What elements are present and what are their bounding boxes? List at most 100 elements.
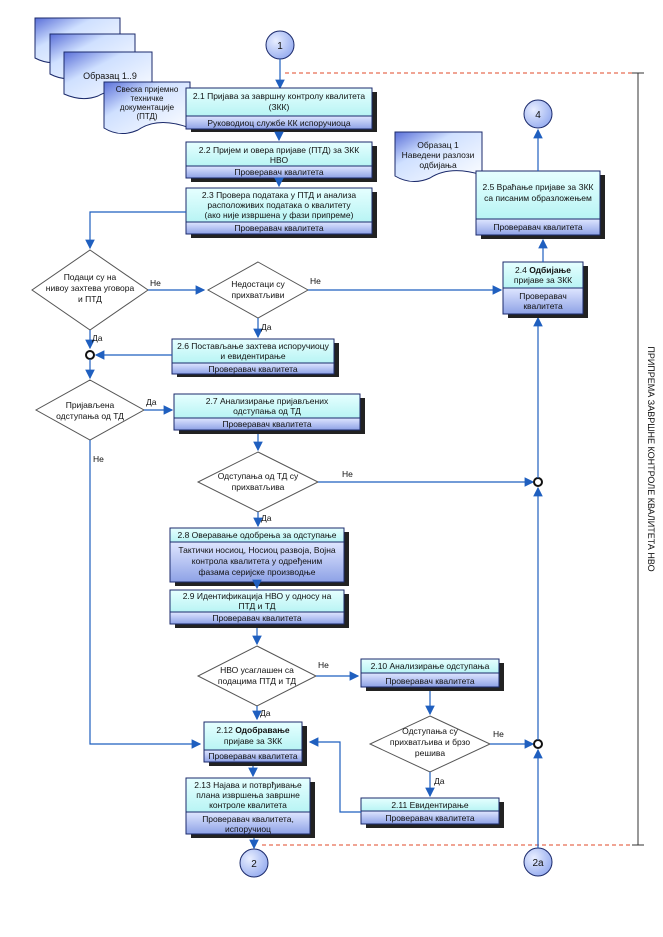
svg-text:Пријављена: Пријављена xyxy=(66,400,115,410)
svg-text:расположивих података о квалит: расположивих података о квалитету xyxy=(207,200,351,210)
phase-side-label: ПРИПРЕМА ЗАВРШНЕ КОНТРОЛЕ КВАЛИТЕТА НВО xyxy=(646,346,656,571)
step-2-11: 2.11 Евидентирање Проверавач квалитета xyxy=(360,797,504,828)
label-yes-d1: Да xyxy=(92,333,103,343)
svg-text:Одступања од ТД су: Одступања од ТД су xyxy=(218,471,299,481)
svg-text:Проверавач квалитета: Проверавач квалитета xyxy=(234,223,324,233)
svg-text:контрола квалитета у одређеним: контрола квалитета у одређеним xyxy=(192,556,323,566)
doc-front-line-3: документације xyxy=(120,103,175,112)
svg-text:(ако није извршена у фази прип: (ако није извршена у фази припреме) xyxy=(205,210,354,220)
label-no-d2: Не xyxy=(310,276,321,286)
rejection-document-icon: Образац 1 Наведени разлози одбијања xyxy=(394,131,483,182)
svg-text:испоручиоц: испоручиоц xyxy=(225,824,271,834)
svg-text:пријаве за ЗКК: пријаве за ЗКК xyxy=(224,736,282,746)
junction-3 xyxy=(533,739,543,749)
step-2-3: 2.3 Провера података у ПТД и анализа рас… xyxy=(185,187,377,238)
decision-nvo-compliant: НВО усаглашен са подацима ПТД и ТД xyxy=(196,645,318,707)
doc-back-label: Образац 1..9 xyxy=(83,71,137,81)
svg-text:контроле квалитета: контроле квалитета xyxy=(209,800,287,810)
svg-text:и евидентирање: и евидентирање xyxy=(220,351,285,361)
svg-text:4: 4 xyxy=(535,110,541,121)
label-yes-d4: Да xyxy=(261,513,272,523)
svg-text:Проверавач квалитета: Проверавач квалитета xyxy=(208,751,298,761)
svg-text:2а: 2а xyxy=(532,858,544,869)
step-2-12: 2.12 Одобравање пријаве за ЗКК Проверава… xyxy=(203,721,307,766)
svg-text:Тактички носиоц, Носиоц развој: Тактички носиоц, Носиоц развоја, Војна xyxy=(178,545,336,555)
svg-text:2.1 Пријава за завршну контрол: 2.1 Пријава за завршну контролу квалитет… xyxy=(193,91,365,101)
step-2-8: 2.8 Оверавање одобрења за одступање Такт… xyxy=(169,527,349,586)
svg-text:прихватљиви: прихватљиви xyxy=(232,290,285,300)
decision-deviations-quick-fix: Одступања су прихватљива и брзо решива xyxy=(368,715,492,773)
svg-text:2.10 Анализирање одступања: 2.10 Анализирање одступања xyxy=(371,661,490,671)
svg-text:2.7 Анализирање пријављених: 2.7 Анализирање пријављених xyxy=(206,396,329,406)
svg-text:фазама серијске производње: фазама серијске производње xyxy=(199,567,316,577)
junction-1 xyxy=(85,350,95,360)
step-2-7: 2.7 Анализирање пријављених одступања од… xyxy=(173,393,365,434)
svg-text:2.6 Постављање захтева испоруч: 2.6 Постављање захтева испоручиоцу xyxy=(177,341,330,351)
connector-2a: 2а xyxy=(523,847,553,877)
doc-front-line-4: (ПТД) xyxy=(136,112,157,121)
svg-text:2.5 Враћање пријаве за ЗКК: 2.5 Враћање пријаве за ЗКК xyxy=(483,182,594,192)
decision-deficiencies-acceptable: Недостаци су прихватљиви xyxy=(206,261,310,319)
decision-data-level: Подаци су на нивоу захтева уговора и ПТД xyxy=(31,249,149,331)
svg-text:одбијања: одбијања xyxy=(419,160,457,170)
svg-text:Проверавач квалитета: Проверавач квалитета xyxy=(385,676,475,686)
svg-text:и ПТД: и ПТД xyxy=(78,294,102,304)
svg-text:НВО усаглашен са: НВО усаглашен са xyxy=(220,665,294,675)
svg-text:Недостаци су: Недостаци су xyxy=(231,279,285,289)
arrow-2-3-to-d1 xyxy=(85,211,186,250)
step-2-4-title: 2.4 Одбијање xyxy=(515,265,571,275)
svg-text:2.3 Провера података у ПТД и а: 2.3 Провера података у ПТД и анализа xyxy=(202,190,356,200)
svg-text:2.8 Оверавање одобрења за одст: 2.8 Оверавање одобрења за одступање xyxy=(177,530,336,540)
arrow-d3-no xyxy=(89,440,202,749)
label-yes-d6: Да xyxy=(434,776,445,786)
svg-text:Руководиоц службе КК испоручио: Руководиоц службе КК испоручиоца xyxy=(207,118,351,128)
label-no-d3: Не xyxy=(93,454,104,464)
step-2-5: 2.5 Враћање пријаве за ЗКК са писаним об… xyxy=(475,170,605,239)
label-no-d6: Не xyxy=(493,729,504,739)
svg-text:(ЗКК): (ЗКК) xyxy=(269,102,290,112)
label-no-d1: Не xyxy=(150,278,161,288)
svg-text:2.9 Идентификација НВО у однос: 2.9 Идентификација НВО у односу на xyxy=(183,591,332,601)
arrow-2-11-to-2-12 xyxy=(308,737,361,813)
svg-text:квалитета: квалитета xyxy=(523,301,563,311)
svg-text:подацима ПТД и ТД: подацима ПТД и ТД xyxy=(218,676,297,686)
svg-text:Проверавач квалитета: Проверавач квалитета xyxy=(234,167,324,177)
svg-text:2: 2 xyxy=(251,859,257,870)
label-yes-d2: Да xyxy=(261,322,272,332)
svg-text:одступања од ТД: одступања од ТД xyxy=(56,411,124,421)
document-stack-icon: Образац 1..9 Свеска пријемно техничке до… xyxy=(34,17,191,134)
label-yes-d5: Да xyxy=(260,708,271,718)
step-2-4: 2.4 Одбијање пријаве за ЗКК Проверавач к… xyxy=(502,261,588,318)
svg-text:прихватљива и брзо: прихватљива и брзо xyxy=(390,737,471,747)
svg-text:пријаве за ЗКК: пријаве за ЗКК xyxy=(514,275,572,285)
svg-text:одступања од ТД: одступања од ТД xyxy=(233,406,301,416)
connector-2: 2 xyxy=(239,848,269,878)
svg-text:плана извршења завршне: плана извршења завршне xyxy=(196,790,300,800)
doc-front-line-2: техничке xyxy=(131,94,164,103)
step-2-9: 2.9 Идентификација НВО у односу на ПТД и… xyxy=(169,589,349,628)
svg-text:прихватљива: прихватљива xyxy=(232,482,285,492)
svg-text:са писаним образложењем: са писаним образложењем xyxy=(484,193,592,203)
decision-td-deviations-acceptable: Одступања од ТД су прихватљива xyxy=(196,451,320,513)
svg-text:2.2 Пријем и овера пријаве (ПТ: 2.2 Пријем и овера пријаве (ПТД) за ЗКК xyxy=(199,145,359,155)
junction-2 xyxy=(533,477,543,487)
svg-text:1: 1 xyxy=(277,41,283,52)
svg-text:НВО: НВО xyxy=(270,155,289,165)
label-no-d4: Не xyxy=(342,469,353,479)
svg-text:Проверавач квалитета: Проверавач квалитета xyxy=(222,419,312,429)
phase-boundary xyxy=(262,72,644,846)
svg-text:решива: решива xyxy=(415,748,445,758)
doc-front-line-1: Свеска пријемно xyxy=(116,85,179,94)
svg-text:Проверавач квалитета: Проверавач квалитета xyxy=(385,813,475,823)
connector-1: 1 xyxy=(265,30,295,60)
svg-text:нивоу захтева уговора: нивоу захтева уговора xyxy=(46,283,135,293)
svg-text:Образац 1: Образац 1 xyxy=(417,140,459,150)
svg-text:2.11 Евидентирање: 2.11 Евидентирање xyxy=(391,800,469,810)
step-2-10: 2.10 Анализирање одступања Проверавач кв… xyxy=(360,658,504,691)
svg-text:2.13 Најава и потврђивање: 2.13 Најава и потврђивање xyxy=(194,780,302,790)
svg-text:ПТД и ТД: ПТД и ТД xyxy=(239,601,276,611)
svg-text:Проверавач квалитета,: Проверавач квалитета, xyxy=(202,814,294,824)
svg-text:Подаци су на: Подаци су на xyxy=(64,272,117,282)
connector-4: 4 xyxy=(523,99,553,129)
